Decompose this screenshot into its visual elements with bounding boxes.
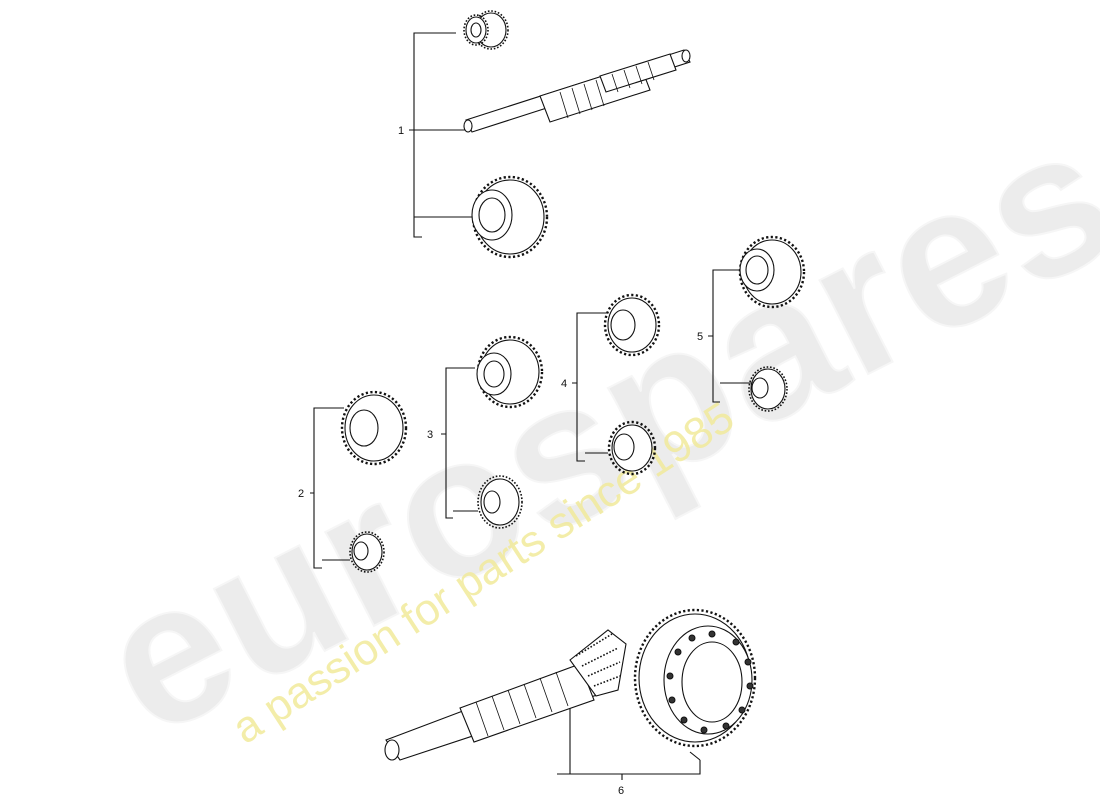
callout-5: 5 [697,331,703,343]
callout-3: 3 [427,429,433,441]
callout-4: 4 [561,378,567,390]
gear-large-4 [603,293,661,357]
bracket-1 [409,32,472,238]
bracket-6 [557,700,701,780]
bracket-2 [310,407,350,569]
bracket-4 [572,312,608,462]
bracket-3 [441,367,478,519]
gear-large-5 [738,235,806,309]
pinion-shaft [384,629,627,761]
crown-wheel-bolt-holes [666,630,754,734]
gear-small-2 [349,531,385,573]
bracket-5 [708,269,752,403]
group-1: 1 [398,10,691,259]
main-shaft [463,49,691,133]
group-6: 6 [384,608,757,797]
gear-small-double [463,10,509,50]
gear-mid-4 [607,420,657,476]
callout-6: 6 [618,785,624,797]
crown-wheel [633,608,757,748]
callout-2: 2 [298,488,304,500]
callout-1: 1 [398,125,404,137]
gear-mid-3 [477,475,523,529]
group-3: 3 [427,335,544,529]
gear-large-2 [340,390,408,466]
group-5: 5 [697,235,806,412]
gear-large-1 [471,175,549,259]
gear-large-3 [476,335,544,409]
group-2: 2 [298,390,408,573]
group-4: 4 [561,293,661,476]
gear-small-5 [748,366,788,412]
